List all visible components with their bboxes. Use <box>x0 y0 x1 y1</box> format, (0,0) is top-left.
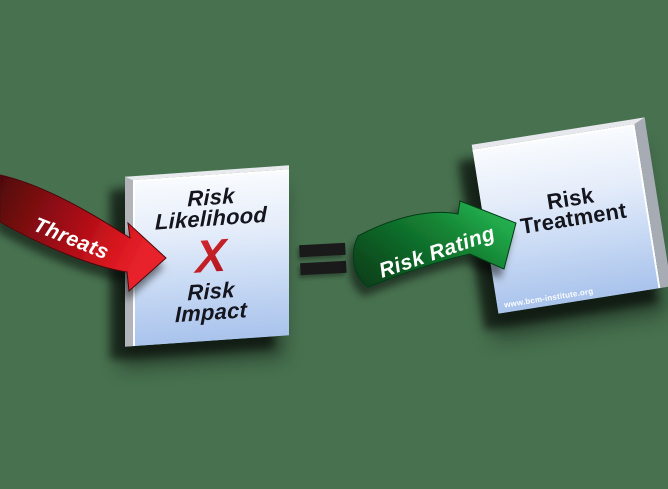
equals-sign <box>299 242 347 281</box>
threats-arrow-shape <box>0 174 167 293</box>
equals-bar-top <box>299 242 346 258</box>
equals-bar-bottom <box>300 260 347 276</box>
risk-rating-arrow: Risk Rating <box>352 200 517 288</box>
threats-arrow: Threats <box>0 174 167 293</box>
risk-rating-arrow-shape <box>352 200 517 288</box>
